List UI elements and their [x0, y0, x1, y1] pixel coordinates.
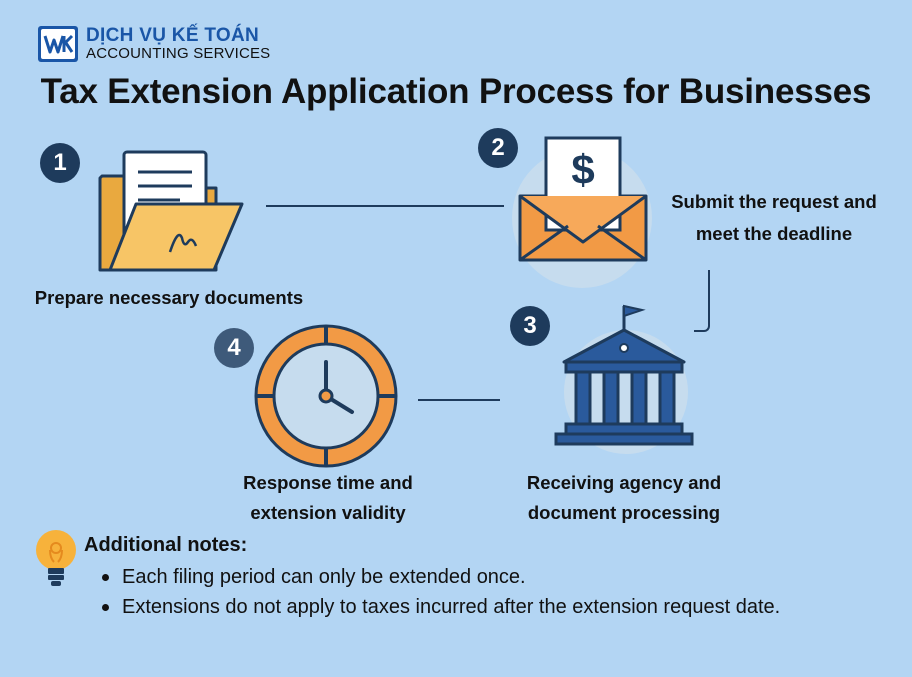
- step-4-badge: 4: [214, 328, 254, 368]
- clock-icon: [254, 324, 398, 468]
- step-2-label-line-1: Submit the request and: [671, 191, 877, 212]
- step-4-label: Response time and extension validity: [218, 468, 438, 528]
- logo-mark-icon: [38, 26, 78, 62]
- page-title: Tax Extension Application Process for Bu…: [40, 72, 872, 111]
- step-4-label-line-2: extension validity: [250, 502, 406, 523]
- folder-document-icon: [98, 150, 244, 272]
- envelope-dollar-icon: $: [512, 136, 652, 288]
- step-3-label-line-1: Receiving agency and: [526, 472, 722, 493]
- step-3-label: Receiving agency and document processing: [504, 468, 744, 528]
- brand-logo: DỊCH VỤ KẾ TOÁN ACCOUNTING SERVICES: [36, 24, 270, 64]
- logo-name: DỊCH VỤ KẾ TOÁN: [86, 25, 260, 47]
- government-building-icon: [554, 304, 694, 454]
- step-2-label: Submit the request and meet the deadline: [656, 186, 892, 250]
- step-2-label-line-2: meet the deadline: [695, 223, 853, 244]
- step-3-badge: 3: [510, 306, 550, 346]
- lightbulb-icon: [36, 530, 76, 586]
- step-4-label-line-1: Response time and: [243, 472, 413, 493]
- notes-list: Each filing period can only be extended …: [100, 562, 820, 622]
- svg-text:$: $: [571, 146, 594, 193]
- step-2-badge: 2: [478, 128, 518, 168]
- list-item: Each filing period can only be extended …: [100, 562, 820, 592]
- logo-tagline: ACCOUNTING SERVICES: [86, 45, 271, 63]
- list-item: Extensions do not apply to taxes incurre…: [100, 592, 820, 622]
- step-1-badge: 1: [40, 143, 80, 183]
- step-1-label-line: Prepare necessary documents: [34, 287, 304, 308]
- notes-title: Additional notes:: [84, 534, 248, 556]
- connector-1-2: [266, 205, 504, 207]
- step-3-label-line-2: document processing: [527, 502, 721, 523]
- step-1-label: Prepare necessary documents: [24, 283, 314, 313]
- connector-3-4: [418, 399, 500, 401]
- connector-2-3: [694, 270, 710, 332]
